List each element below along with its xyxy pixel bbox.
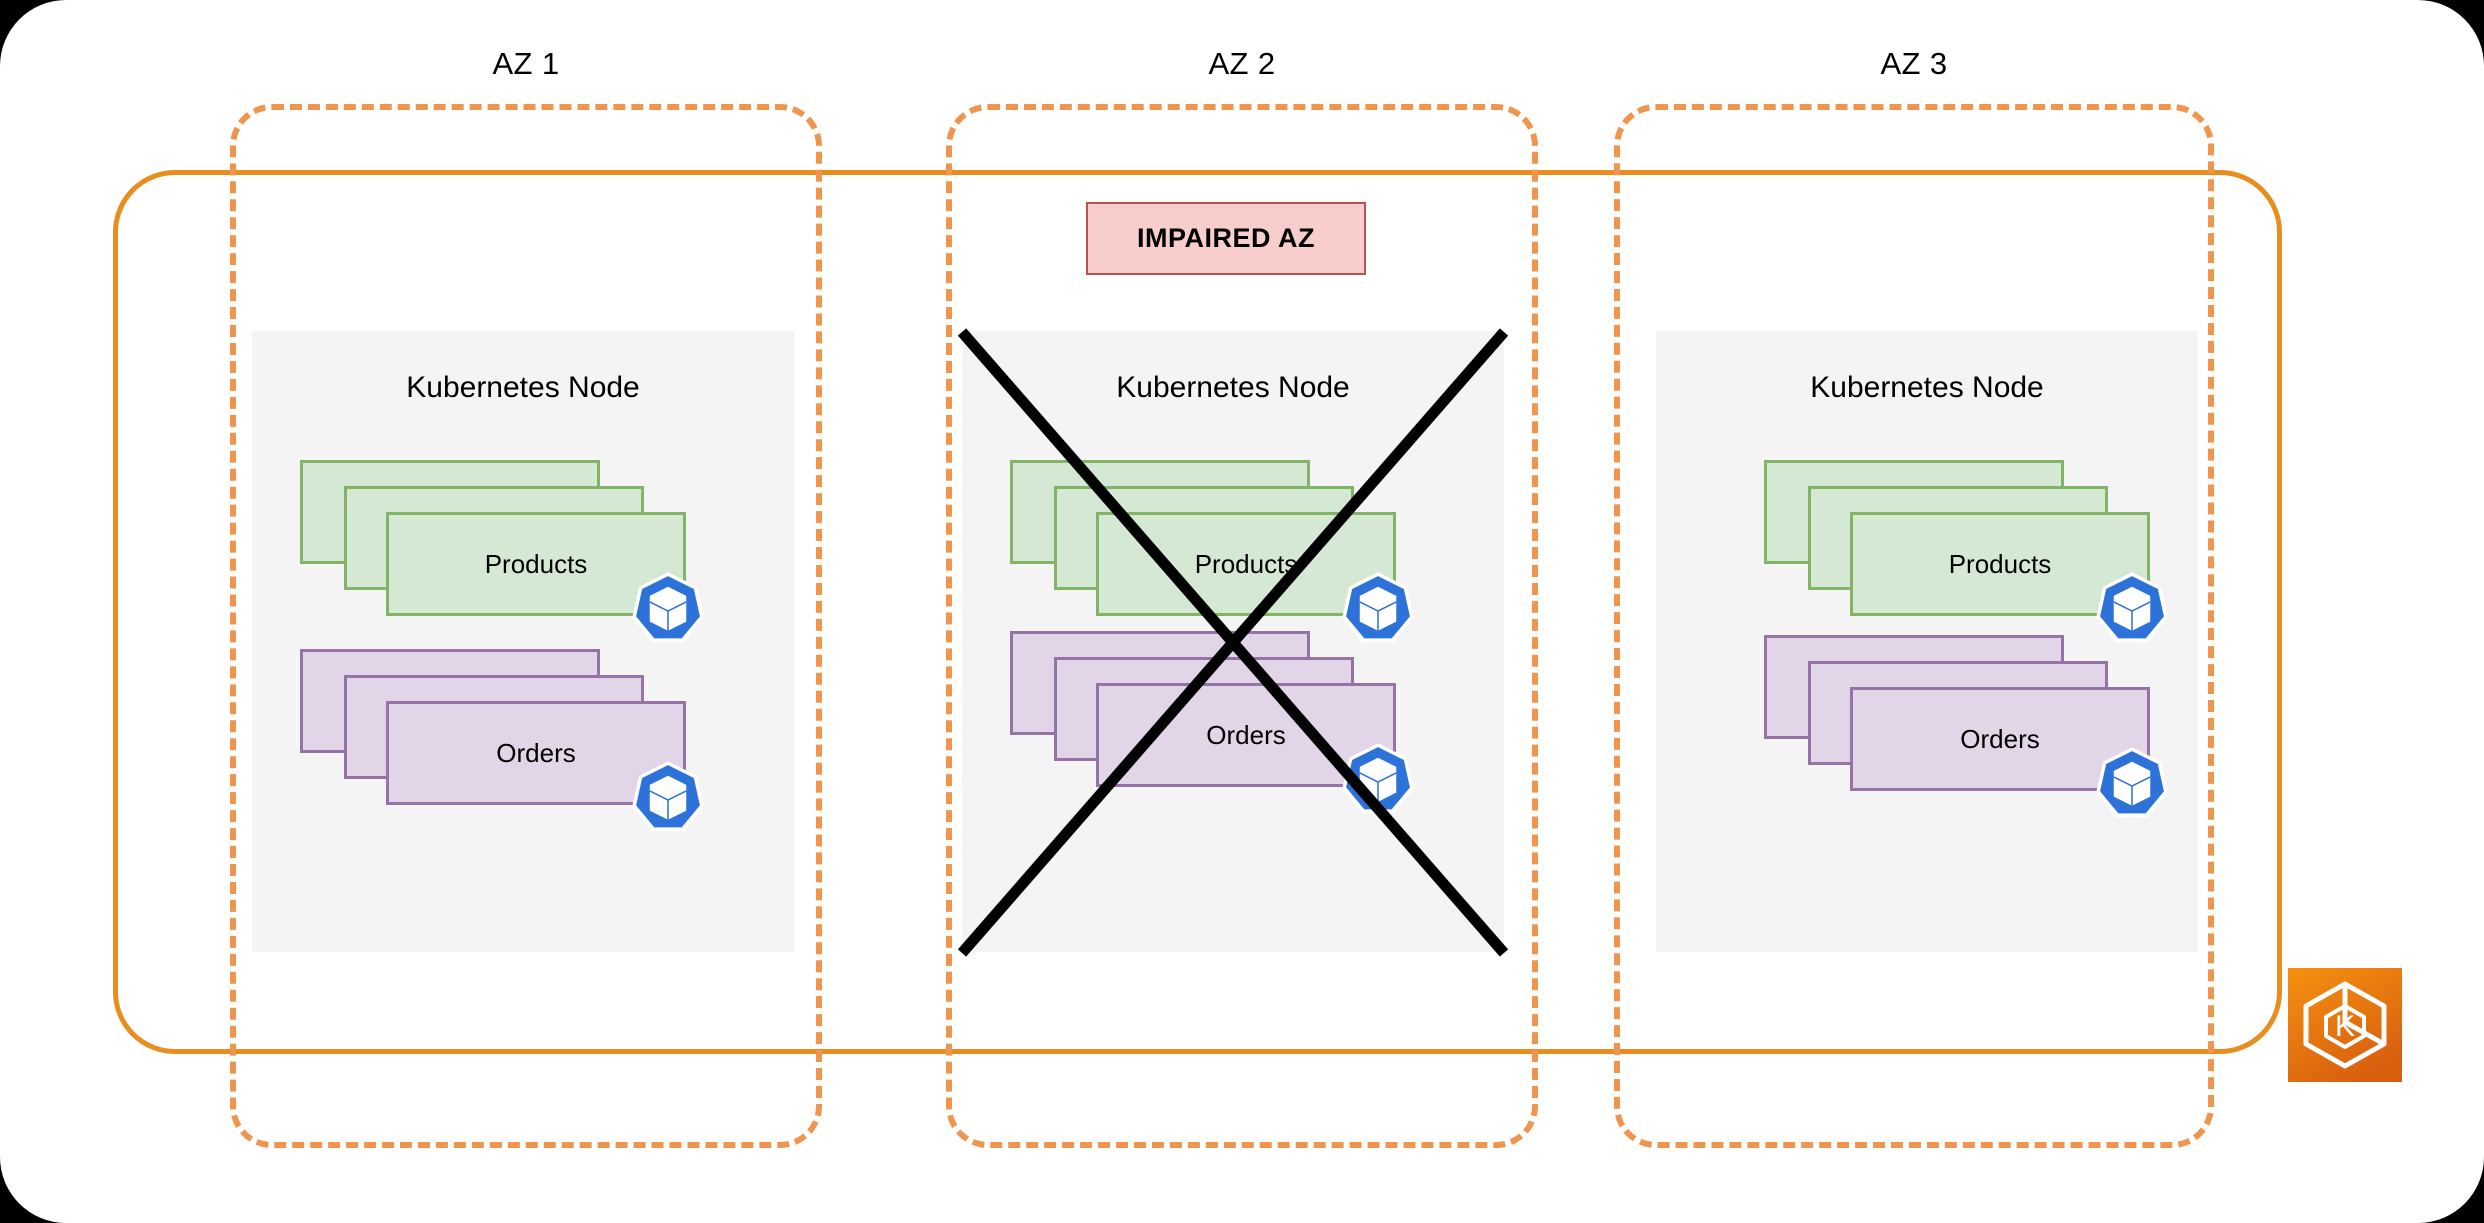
kubernetes-icon (1340, 741, 1416, 817)
node-title: Kubernetes Node (1810, 371, 2044, 404)
pod-stack-orders-az1: Orders (300, 649, 704, 832)
az-label-2: AZ 2 (1208, 46, 1276, 81)
kubernetes-node-az2: Kubernetes Node Products (962, 331, 1504, 952)
node-title: Kubernetes Node (1116, 371, 1350, 404)
kubernetes-node-az1: Kubernetes Node Products (252, 331, 794, 952)
eks-icon-letter: K (2335, 1010, 2355, 1043)
kubernetes-icon (2094, 745, 2170, 821)
pod-stack-orders-az3: Orders (1764, 635, 2168, 818)
kubernetes-icon (2094, 570, 2170, 646)
availability-zone-2 (946, 104, 1538, 1148)
impaired-az-badge: IMPAIRED AZ (1086, 202, 1366, 275)
aws-eks-icon: K (2288, 968, 2402, 1082)
pod-stack-orders-az2: Orders (1010, 631, 1414, 814)
eks-cluster-boundary (113, 170, 2282, 1054)
kubernetes-icon (630, 570, 706, 646)
availability-zone-1 (230, 104, 822, 1148)
pod-replica (1850, 687, 2150, 791)
kubernetes-icon (630, 759, 706, 835)
availability-zone-3 (1614, 104, 2214, 1148)
pod-replica (386, 701, 686, 805)
kubernetes-node-az3: Kubernetes Node Products (1656, 331, 2198, 952)
az-label-1: AZ 1 (492, 46, 560, 81)
pod-stack-products-az3: Products (1764, 460, 2168, 643)
pod-replica (386, 512, 686, 616)
pod-stack-products-az2: Products (1010, 460, 1414, 643)
pod-replica (1850, 512, 2150, 616)
pod-stack-products-az1: Products (300, 460, 704, 643)
node-title: Kubernetes Node (406, 371, 640, 404)
az-label-3: AZ 3 (1880, 46, 1948, 81)
